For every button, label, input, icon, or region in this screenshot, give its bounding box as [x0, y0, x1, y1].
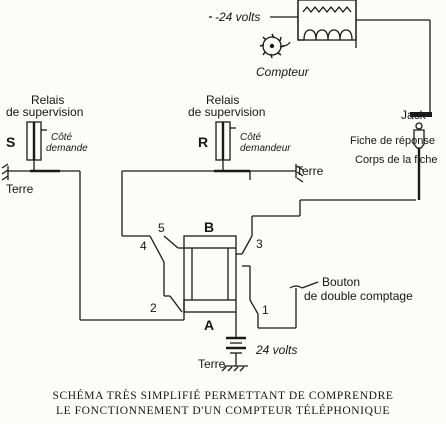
switch-1-label: 1 — [262, 303, 269, 317]
relay-right-side-1: Côté — [240, 132, 262, 143]
relay-left-subtitle: de supervision — [6, 105, 83, 119]
relay-left-title: Relais — [31, 93, 64, 107]
switch-4-label: 4 — [140, 239, 147, 253]
switch-3-label: 3 — [256, 237, 263, 251]
relay-right-letter: R — [198, 134, 208, 150]
ground-bottom-label: Terre — [198, 357, 226, 371]
double-count-button-icon — [289, 285, 303, 289]
battery-bottom: 24 volts Terre — [198, 336, 297, 372]
caption-line-2: LE FONCTIONNEMENT D'UN COMPTEUR TÉLÉPHON… — [56, 403, 390, 417]
relay-left-letter: S — [6, 134, 15, 150]
bar-a — [183, 299, 237, 313]
relay-left-side-2: demande — [46, 143, 88, 154]
relay-left: Relais de supervision S Côté demande Ter… — [1, 93, 185, 321]
relay-right-side-2: demandeur — [240, 143, 291, 154]
plug-body-label: Corps de la fiche — [355, 154, 438, 166]
plug-answer-label: Fiche de réponse — [350, 135, 435, 147]
switch-block: B A 4 5 3 2 1 Bou — [140, 216, 413, 338]
counter-circuit: -24 volts Compteur — [209, 0, 431, 112]
button-label-1: Bouton — [322, 275, 360, 289]
counter-coil — [303, 29, 353, 41]
bar-b — [183, 235, 237, 249]
button-label-2: de double comptage — [304, 289, 413, 303]
resistor-zigzag — [302, 5, 352, 14]
switch-2-label: 2 — [150, 301, 157, 315]
battery-bottom-label: 24 volts — [255, 343, 297, 357]
relay-right-title: Relais — [206, 93, 239, 107]
bar-a-label: A — [204, 317, 214, 333]
jack-contact — [410, 112, 432, 117]
jack-assembly: Jack Fiche de réponse Corps de la fiche — [252, 108, 438, 217]
counter-ratchet-icon — [259, 33, 291, 59]
battery-top-label: -24 volts — [215, 10, 260, 24]
bar-b-label: B — [204, 219, 214, 235]
switch-5-label: 5 — [158, 221, 165, 235]
plug-icon — [413, 129, 425, 149]
counter-label: Compteur — [256, 65, 310, 79]
caption-line-1: SCHÉMA TRÈS SIMPLIFIÉ PERMETTANT DE COMP… — [53, 388, 394, 402]
relay-right-subtitle: de supervision — [188, 105, 265, 119]
relay-right: Relais de supervision R Côté demandeur T… — [121, 93, 324, 237]
ground-right-label: Terre — [296, 164, 324, 178]
relay-left-side-1: Côté — [51, 132, 73, 143]
ground-left-label: Terre — [6, 182, 34, 196]
